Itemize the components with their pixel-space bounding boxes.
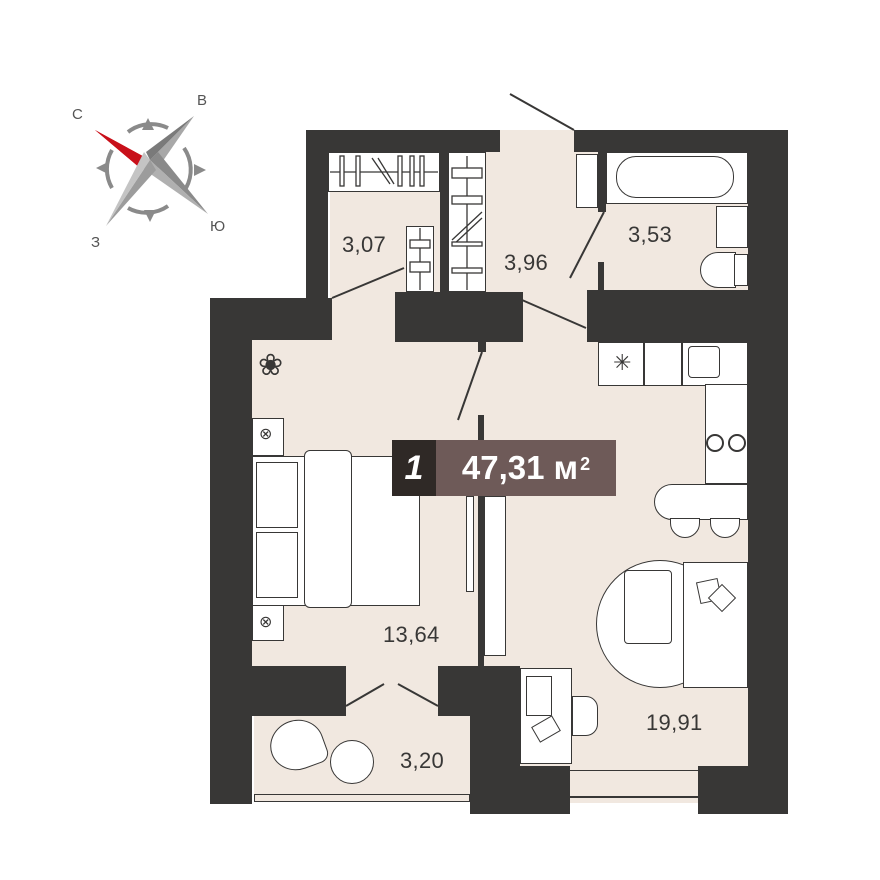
snowflake-icon: ✳ [613, 350, 632, 375]
rooms-count-badge: 1 [392, 440, 436, 496]
bathtub-icon [616, 156, 734, 198]
living-window-line [570, 796, 698, 798]
wall-top-right [574, 130, 788, 152]
side-table-icon [330, 740, 374, 784]
room-area-hallway: 3,96 [504, 250, 549, 275]
wall-bottom-mid [470, 766, 570, 814]
toilet-tank [734, 254, 748, 286]
wall-right [748, 130, 788, 814]
bathroom-sink-icon [716, 206, 748, 248]
wall-partition [478, 415, 484, 670]
stove-burner-icon [728, 434, 746, 452]
wall-left [210, 298, 252, 804]
floor-entrance [500, 130, 574, 160]
compass-east-label: В [197, 92, 208, 109]
kitchen-cabinet [644, 342, 682, 386]
monitor-icon [526, 676, 552, 716]
wall-balcony-left [250, 666, 346, 716]
bar-counter [654, 484, 748, 520]
pillow-icon [256, 462, 298, 528]
compass-south-label: Ю [210, 218, 226, 235]
compass-west-label: З [91, 234, 101, 251]
coffee-table-icon [624, 570, 672, 644]
plant-icon: ❀ [258, 349, 284, 382]
lamp-icon: ⊗ [259, 614, 273, 631]
pillow-icon [256, 532, 298, 598]
wall-bath-bottom [587, 290, 750, 342]
compass-north-label: С [72, 106, 83, 123]
total-area-value: 47,31 м [461, 449, 579, 486]
balcony-window [254, 794, 470, 802]
nightstand-icon [252, 418, 284, 456]
wall-top-left [306, 130, 500, 152]
blanket-icon [304, 450, 352, 608]
wall-bath-left-lower [598, 262, 604, 292]
shoe-rack-icon [576, 154, 598, 208]
area-unit-superscript: 2 [580, 453, 591, 474]
lamp-icon: ⊗ [259, 426, 273, 443]
room-area-balcony: 3,20 [400, 748, 445, 773]
room-area-bedroom: 13,64 [383, 622, 440, 647]
wall-bottom-right [698, 766, 788, 814]
room-area-bathroom: 3,53 [628, 222, 673, 247]
wall-bath-left [598, 152, 606, 212]
toilet-icon [700, 252, 736, 288]
kitchen-sink-icon [688, 346, 720, 378]
wardrobe-living [484, 496, 506, 656]
office-chair-icon [572, 696, 598, 736]
wall-wardrobe-divider [440, 152, 448, 292]
stove-burner-icon [706, 434, 724, 452]
wall-wardrobe-left [306, 130, 328, 300]
room-area-living-kitchen: 19,91 [646, 710, 703, 735]
fridge-freezer-icon [598, 342, 644, 386]
sliding-door-icon [466, 496, 474, 592]
wall-stub [478, 340, 486, 352]
wall-center-block [395, 292, 523, 342]
room-area-wardrobe: 3,07 [342, 232, 387, 257]
